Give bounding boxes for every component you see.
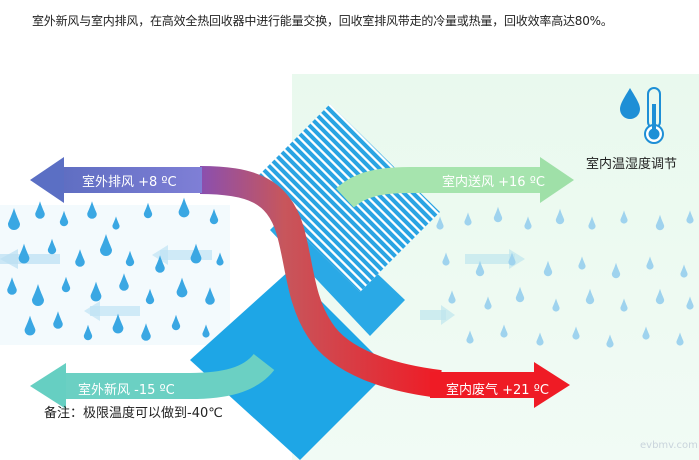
faint-arrow-head [0, 249, 18, 269]
water-drops [7, 197, 694, 348]
raindrop-icon [536, 332, 544, 346]
raindrop-icon [606, 334, 614, 348]
raindrop-icon [655, 214, 665, 231]
raindrop-icon [18, 243, 30, 264]
climate-control-label: 室内温湿度调节 [586, 157, 678, 172]
fresh-arrow-head [30, 363, 66, 409]
outdoor-exhaust-label: 室外排风 +8 ºC [82, 175, 177, 190]
faint-arrow [160, 250, 212, 260]
raindrop-icon [205, 287, 215, 305]
raindrop-icon [572, 326, 580, 340]
return-arrow-head [534, 362, 570, 408]
raindrop-icon [642, 326, 650, 340]
raindrop-icon [555, 208, 565, 225]
raindrop-icon [655, 288, 665, 305]
raindrop-icon [35, 201, 45, 219]
raindrop-icon [7, 277, 17, 295]
raindrop-icon [190, 243, 202, 264]
thermometer-icon [644, 87, 664, 144]
faint-arrow-head [441, 305, 455, 325]
raindrop-icon [32, 284, 44, 306]
raindrop-icon [524, 216, 532, 230]
raindrop-icon [466, 330, 474, 344]
raindrop-icon [686, 296, 694, 310]
faint-arrow [420, 310, 446, 320]
raindrop-icon [59, 210, 69, 227]
raindrop-icon [155, 255, 165, 273]
supply-arrow-body [336, 167, 540, 208]
outdoor-fresh-label: 室外新风 -15 ºC [78, 383, 175, 398]
raindrop-icon [585, 288, 595, 305]
indoor-supply-label: 室内送风 +16 ºC [442, 175, 545, 190]
indoor-return-label: 室内废气 +21 ºC [446, 383, 549, 398]
raindrop-icon [680, 264, 688, 278]
raindrop-icon [61, 276, 71, 293]
raindrop-icon [53, 311, 63, 329]
raindrop-icon [119, 273, 129, 291]
supply-flow [336, 157, 574, 208]
raindrop-icon [24, 315, 36, 336]
supply-arrow-head [540, 157, 574, 203]
faint-arrow [90, 306, 140, 316]
raindrop-icon [484, 296, 492, 310]
faint-arrow [465, 254, 515, 264]
raindrop-icon [500, 324, 508, 338]
footnote: 备注：极限温度可以做到-40℃ [44, 406, 223, 421]
raindrop-icon [143, 202, 153, 219]
raindrop-icon [83, 324, 93, 341]
raindrop-icon [588, 216, 596, 230]
raindrop-icon [475, 260, 485, 277]
raindrop-icon [100, 234, 112, 256]
raindrop-icon [493, 206, 503, 223]
raindrop-icon [47, 238, 57, 255]
raindrop-icon [141, 323, 151, 341]
raindrop-icon [436, 216, 444, 230]
return-air-path [199, 166, 442, 398]
raindrop-icon [448, 290, 456, 304]
raindrop-icon [216, 252, 224, 266]
faint-arrow-head [152, 245, 168, 265]
raindrop-icon [8, 208, 20, 230]
raindrop-icon [145, 288, 155, 305]
raindrop-icon [611, 262, 621, 279]
raindrop-icon [676, 332, 684, 346]
raindrop-icon [578, 256, 586, 270]
raindrop-icon [178, 197, 190, 218]
raindrop-icon [543, 260, 553, 277]
watermark: evbmv.com [640, 440, 698, 451]
raindrop-icon [75, 249, 85, 267]
raindrop-icon [620, 210, 628, 224]
raindrop-icon [112, 216, 120, 230]
raindrop-icon [176, 277, 188, 298]
raindrop-icon [464, 212, 472, 226]
raindrop-icon [646, 256, 654, 270]
faint-arrow-head [84, 301, 100, 321]
water-drop-icon [620, 88, 640, 119]
raindrop-icon [90, 281, 102, 302]
raindrop-icon [202, 324, 210, 338]
raindrop-icon [508, 252, 516, 266]
raindrop-icon [552, 298, 560, 312]
raindrop-icon [620, 298, 628, 312]
intro-text: 室外新风与室内排风，在高效全热回收器中进行能量交换，回收室排风带走的冷量或热量，… [32, 14, 613, 28]
fresh-flow [30, 353, 275, 409]
faint-arrow [0, 254, 60, 264]
exhaust-flow [30, 157, 570, 408]
raindrop-icon [125, 250, 135, 267]
raindrop-icon [171, 314, 181, 331]
raindrop-icon [442, 252, 450, 266]
exhaust-arrow-body [62, 167, 202, 193]
raindrop-icon [87, 201, 97, 219]
raindrop-icon [686, 210, 694, 224]
core-front-face [190, 270, 390, 460]
raindrop-icon [209, 208, 219, 225]
raindrop-icon [112, 313, 124, 334]
fresh-arrow-body [66, 353, 275, 399]
raindrop-icon [515, 286, 525, 303]
return-arrow-body [430, 372, 536, 398]
exhaust-arrow-head [30, 157, 64, 203]
